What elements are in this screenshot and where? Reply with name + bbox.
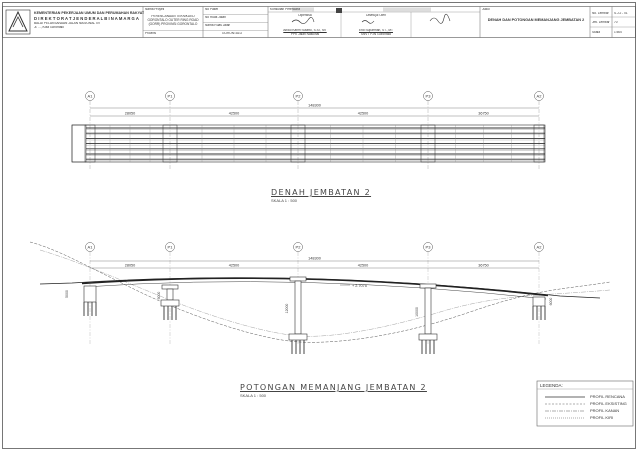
approved-role: SNVT PJN Gorontalo <box>360 33 392 36</box>
drawing-title: DENAH DAN POTONGAN MEMANJANG JEMBATAN 2 <box>487 18 585 22</box>
ruas-no-label: No Ruas Jalan <box>205 16 226 19</box>
drawing-title-label: Judul <box>482 8 490 11</box>
axis-bubble <box>423 242 433 252</box>
axis-label: P2 <box>296 245 302 250</box>
consultant-logo <box>292 7 431 13</box>
legend-item: PROFIL EKSISTING <box>590 402 627 406</box>
total-length-label: 148300 <box>308 104 321 108</box>
approved-label: Disetujui Oleh <box>366 14 386 17</box>
span-length-label: 36750 <box>478 112 489 116</box>
ministry-logo <box>5 9 31 35</box>
pier-head-plan <box>290 124 306 163</box>
checked-role: PPK Jalan Nasional <box>290 33 320 36</box>
section-title: POTONGAN MEMANJANG JEMBATAN 2 <box>240 383 427 392</box>
axis-label: P3 <box>426 94 432 99</box>
pier-head-plan <box>420 124 436 163</box>
axis-bubble <box>423 91 433 101</box>
level-mark: + 2.7075 <box>352 284 367 288</box>
legend-item: PROFIL RENCANA <box>590 395 625 399</box>
sheet-no-value: S.J.2 - 01 <box>614 12 628 15</box>
height-label: 10000 <box>415 307 419 317</box>
abutment <box>83 285 97 303</box>
legend-item: PROFIL KIRI <box>590 416 614 420</box>
scale-label: Skala <box>592 31 600 34</box>
sheet-no-label: No. Lembar <box>592 12 609 15</box>
plan-scale: SKALA 1 : 500 <box>271 198 298 203</box>
axis-label: P1 <box>168 245 174 250</box>
axis-label: P2 <box>296 94 302 99</box>
axis-label: P3 <box>426 245 432 250</box>
project-label: Nama Proyek <box>145 8 165 11</box>
span-length-label: 28050 <box>125 264 136 268</box>
pile-cap <box>160 299 180 307</box>
ruas-name-label: Nama Ruas Jalan <box>205 24 231 27</box>
span-length-label: 28050 <box>125 112 136 116</box>
pier-head-plan <box>162 124 178 163</box>
pier-head-plan <box>84 124 96 163</box>
span-length-label: 42500 <box>358 264 369 268</box>
axis-label: P1 <box>168 94 174 99</box>
section-scale: SKALA 1 : 500 <box>240 393 267 398</box>
axis-label: A1 <box>88 245 94 250</box>
legend-item: PROFIL KANAN <box>590 409 620 413</box>
axis-bubble <box>165 91 175 101</box>
scale-value: 1:500 <box>614 31 622 34</box>
ministry-name: KEMENTERIAN PEKERJAAN UMUM DAN PERUMAHAN… <box>34 11 145 15</box>
consultant-label: Konsultan Perencana <box>270 7 301 11</box>
axis-label: A2 <box>537 245 543 250</box>
paket-label: No Paket <box>205 8 219 11</box>
province-label: Provinsi <box>145 32 157 35</box>
axis-label: A2 <box>537 94 543 99</box>
office-address: Jl. ..., Kota Gorontalo <box>34 26 64 29</box>
signature <box>291 17 315 24</box>
span-length-label: 36750 <box>478 264 489 268</box>
deck-slab <box>81 277 549 297</box>
total-sheet-label: Jml. Lembar <box>592 21 610 24</box>
span-length-label: 42500 <box>229 264 240 268</box>
abutment <box>532 296 546 307</box>
axis-bubble <box>165 242 175 252</box>
axis-bubble <box>534 91 544 101</box>
project-value: PERENCANAAN TEKNIKDED GORONTALO OUTER RI… <box>147 15 199 26</box>
height-label: 12000 <box>285 304 289 314</box>
province-value: GORONTALO <box>222 32 243 35</box>
axis-label: A1 <box>88 94 94 99</box>
checked-name: Abdul Karim Sutarto, S.ST, MT <box>283 29 327 32</box>
pile-cap <box>288 333 308 341</box>
span-length-label: 42500 <box>358 112 369 116</box>
height-label: 5000 <box>65 290 69 298</box>
height-label: 6000 <box>549 298 553 306</box>
pile-cap <box>418 333 438 341</box>
total-length-label: 148300 <box>308 257 321 261</box>
plan-title: DENAH JEMBATAN 2 <box>271 188 372 197</box>
checked-label: Diperiksa <box>298 14 312 17</box>
axis-bubble <box>534 242 544 252</box>
height-label: 6000 <box>157 292 161 300</box>
axis-bubble <box>293 91 303 101</box>
office-name: BALAI PELAKSANAAN JALAN NASIONAL XV <box>34 22 101 25</box>
approved-name: Erdi Suparman, ST., MT <box>358 29 393 32</box>
directorate-name: D I R E K T O R A T J E N D E R A L B I … <box>34 16 139 21</box>
legend-title: LEGENDA: <box>540 383 563 388</box>
girder-soffit <box>83 281 547 300</box>
axis-bubble <box>293 242 303 252</box>
signature <box>429 13 451 24</box>
span-length-label: 42500 <box>229 112 240 116</box>
axis-bubble <box>85 91 95 101</box>
total-sheet-value: 70 <box>614 21 618 24</box>
axis-bubble <box>85 242 95 252</box>
signature <box>361 20 375 24</box>
pier-head-plan <box>533 124 545 163</box>
